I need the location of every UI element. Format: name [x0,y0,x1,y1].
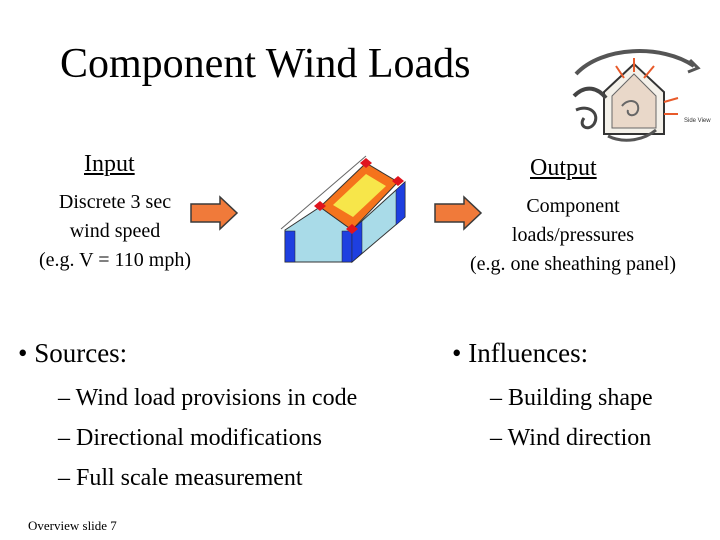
output-line: (e.g. one sheathing panel) [469,253,677,275]
sources-item: Full scale measurement [76,465,303,491]
illustration-caption: Side View [684,118,711,124]
sources-item: Directional modifications [76,425,322,451]
list-item: – Wind direction [490,425,652,451]
output-arrow [434,195,483,231]
output-heading: Output [530,155,597,181]
output-line: Component [526,195,620,217]
input-line: wind speed [69,220,161,242]
list-item: – Directional modifications [58,425,322,451]
output-description: Component loads/pressures (e.g. one shea… [442,192,704,279]
influences-list: – Building shape – Wind direction [490,378,653,458]
influences-heading: Influences: [468,338,589,368]
slide-title: Component Wind Loads [60,41,471,87]
input-line: Discrete 3 sec [58,191,172,213]
input-heading: Input [84,151,135,177]
input-line: (e.g. V = 110 mph) [38,249,191,271]
wind-flow-house-illustration: Side View [572,44,712,144]
sources-bullet: • Sources: [18,338,127,369]
sources-heading: Sources: [34,338,128,368]
list-item: – Full scale measurement [58,465,303,491]
building-roof-pressure-diagram [280,155,406,264]
sources-item: Wind load provisions in code [75,385,358,411]
output-line: loads/pressures [511,224,635,246]
influences-item: Building shape [508,385,653,411]
slide-footer: Overview slide 7 [28,518,117,533]
bullet-dot: • [18,338,35,368]
influences-item: Wind direction [507,425,652,451]
input-description: Discrete 3 sec wind speed (e.g. V = 110 … [20,188,210,275]
sources-list: – Wind load provisions in code – Directi… [58,378,357,498]
list-item: – Wind load provisions in code [58,385,358,411]
list-item: – Building shape [490,385,653,411]
bullet-dot: • [452,338,469,368]
input-arrow [190,195,239,231]
influences-bullet: • Influences: [452,338,588,369]
